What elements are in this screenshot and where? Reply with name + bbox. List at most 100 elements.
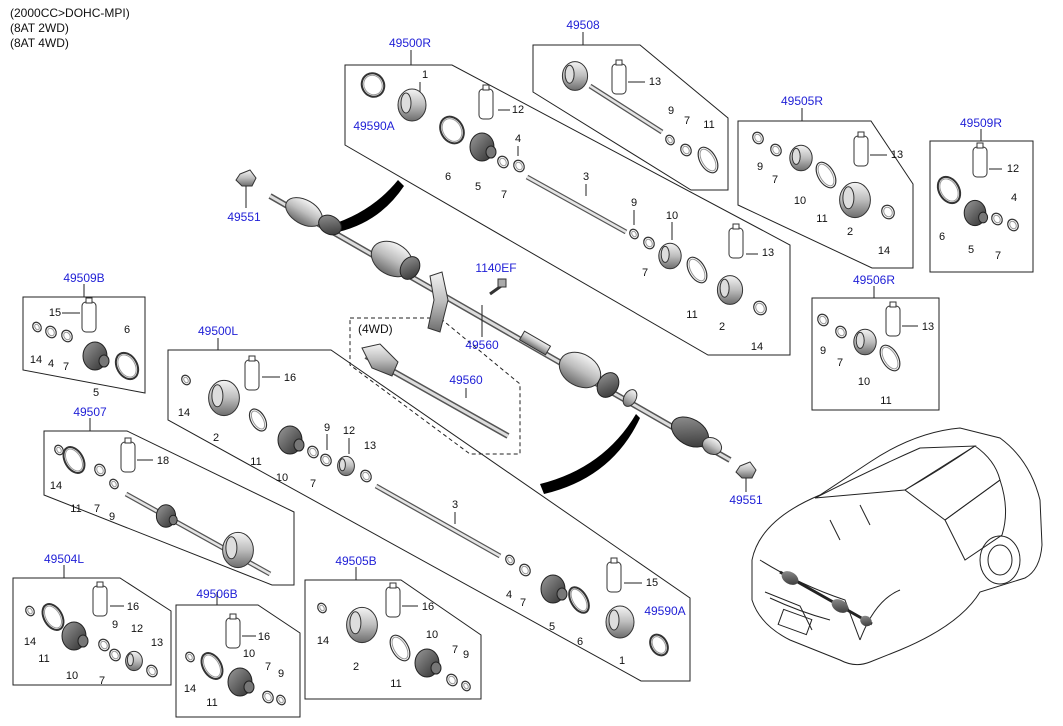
callout-number-11[interactable]: 11 xyxy=(70,503,81,515)
group-code-49504L[interactable]: 49504L xyxy=(44,552,84,566)
callout-number-9[interactable]: 9 xyxy=(109,511,115,523)
callout-number-11[interactable]: 11 xyxy=(250,456,261,468)
callout-number-13[interactable]: 13 xyxy=(762,247,774,259)
callout-number-9[interactable]: 9 xyxy=(463,649,469,661)
callout-number-7[interactable]: 7 xyxy=(265,661,271,673)
group-code-49500L[interactable]: 49500L xyxy=(198,324,238,338)
callout-number-6[interactable]: 6 xyxy=(445,171,451,183)
callout-number-6[interactable]: 6 xyxy=(939,231,945,243)
callout-number-7[interactable]: 7 xyxy=(63,361,69,373)
group-code-49506R[interactable]: 49506R xyxy=(853,273,895,287)
callout-number-4[interactable]: 4 xyxy=(506,589,512,601)
callout-number-7[interactable]: 7 xyxy=(94,503,100,515)
callout-number-7[interactable]: 7 xyxy=(642,267,648,279)
callout-number-11[interactable]: 11 xyxy=(686,309,697,321)
callout-number-7[interactable]: 7 xyxy=(501,189,507,201)
callout-number-18[interactable]: 18 xyxy=(157,455,169,467)
callout-number-14[interactable]: 14 xyxy=(30,354,42,366)
callout-number-4[interactable]: 4 xyxy=(1011,192,1017,204)
callout-number-10[interactable]: 10 xyxy=(426,629,438,641)
callout-number-13[interactable]: 13 xyxy=(922,321,934,333)
callout-number-7[interactable]: 7 xyxy=(837,357,843,369)
callout-number-7[interactable]: 7 xyxy=(772,174,778,186)
callout-number-4[interactable]: 4 xyxy=(48,358,54,370)
part-code-49560-main[interactable]: 49560 xyxy=(465,338,499,352)
callout-number-2[interactable]: 2 xyxy=(847,226,853,238)
callout-number-16[interactable]: 16 xyxy=(422,601,434,613)
part-code-49551-left[interactable]: 49551 xyxy=(227,210,261,224)
callout-number-12[interactable]: 12 xyxy=(343,425,355,437)
callout-number-14[interactable]: 14 xyxy=(878,245,890,257)
callout-number-3[interactable]: 3 xyxy=(452,499,458,511)
callout-number-9[interactable]: 9 xyxy=(668,105,674,117)
callout-number-11[interactable]: 11 xyxy=(816,213,827,225)
callout-number-13[interactable]: 13 xyxy=(891,149,903,161)
callout-number-7[interactable]: 7 xyxy=(995,250,1001,262)
callout-number-1[interactable]: 1 xyxy=(619,655,625,667)
part-code-49551-right[interactable]: 49551 xyxy=(729,493,763,507)
callout-number-13[interactable]: 13 xyxy=(649,76,661,88)
callout-number-5[interactable]: 5 xyxy=(475,181,481,193)
callout-number-14[interactable]: 14 xyxy=(24,636,36,648)
callout-number-14[interactable]: 14 xyxy=(751,341,763,353)
callout-number-14[interactable]: 14 xyxy=(50,480,62,492)
callout-number-9[interactable]: 9 xyxy=(112,619,118,631)
callout-number-2[interactable]: 2 xyxy=(213,432,219,444)
callout-number-7[interactable]: 7 xyxy=(520,597,526,609)
callout-number-10[interactable]: 10 xyxy=(794,195,806,207)
callout-number-12[interactable]: 12 xyxy=(131,623,143,635)
group-code-49506B[interactable]: 49506B xyxy=(196,587,237,601)
callout-number-12[interactable]: 12 xyxy=(1007,163,1019,175)
callout-number-11[interactable]: 11 xyxy=(38,653,49,665)
callout-number-7[interactable]: 7 xyxy=(684,115,690,127)
group-code-49507[interactable]: 49507 xyxy=(73,405,107,419)
callout-number-10[interactable]: 10 xyxy=(666,210,678,222)
part-code-49590A-bottom[interactable]: 49590A xyxy=(644,604,685,618)
callout-number-7[interactable]: 7 xyxy=(310,478,316,490)
callout-number-7[interactable]: 7 xyxy=(99,675,105,687)
callout-number-16[interactable]: 16 xyxy=(284,372,296,384)
callout-number-15[interactable]: 15 xyxy=(49,307,61,319)
callout-number-12[interactable]: 12 xyxy=(512,104,524,116)
callout-number-7[interactable]: 7 xyxy=(452,644,458,656)
callout-number-13[interactable]: 13 xyxy=(151,637,163,649)
callout-number-10[interactable]: 10 xyxy=(276,472,288,484)
group-code-49509R[interactable]: 49509R xyxy=(960,116,1002,130)
callout-number-14[interactable]: 14 xyxy=(317,635,329,647)
callout-number-11[interactable]: 11 xyxy=(703,119,714,131)
callout-number-14[interactable]: 14 xyxy=(178,407,190,419)
callout-number-9[interactable]: 9 xyxy=(324,422,330,434)
callout-number-10[interactable]: 10 xyxy=(858,376,870,388)
callout-number-13[interactable]: 13 xyxy=(364,440,376,452)
callout-number-9[interactable]: 9 xyxy=(757,161,763,173)
callout-number-15[interactable]: 15 xyxy=(646,577,658,589)
callout-number-9[interactable]: 9 xyxy=(820,345,826,357)
callout-number-5[interactable]: 5 xyxy=(93,387,99,399)
group-code-49508[interactable]: 49508 xyxy=(566,18,600,32)
group-code-49509B[interactable]: 49509B xyxy=(63,271,104,285)
callout-number-16[interactable]: 16 xyxy=(258,631,270,643)
callout-number-11[interactable]: 11 xyxy=(880,395,891,407)
callout-number-5[interactable]: 5 xyxy=(968,244,974,256)
callout-number-6[interactable]: 6 xyxy=(124,324,130,336)
part-code-1140EF[interactable]: 1140EF xyxy=(475,261,516,275)
part-code-49560-4wd[interactable]: 49560 xyxy=(449,373,483,387)
callout-number-16[interactable]: 16 xyxy=(127,601,139,613)
group-code-49500R[interactable]: 49500R xyxy=(389,36,431,50)
callout-number-9[interactable]: 9 xyxy=(631,197,637,209)
group-code-49505R[interactable]: 49505R xyxy=(781,94,823,108)
callout-number-1[interactable]: 1 xyxy=(422,69,428,81)
callout-number-4[interactable]: 4 xyxy=(515,133,521,145)
callout-number-2[interactable]: 2 xyxy=(719,321,725,333)
callout-number-10[interactable]: 10 xyxy=(243,648,255,660)
callout-number-6[interactable]: 6 xyxy=(577,636,583,648)
callout-number-2[interactable]: 2 xyxy=(353,661,359,673)
callout-number-5[interactable]: 5 xyxy=(549,621,555,633)
callout-number-9[interactable]: 9 xyxy=(278,668,284,680)
callout-number-10[interactable]: 10 xyxy=(66,670,78,682)
callout-number-11[interactable]: 11 xyxy=(206,697,217,709)
part-code-49590A-top[interactable]: 49590A xyxy=(353,119,394,133)
group-code-49505B[interactable]: 49505B xyxy=(335,554,376,568)
callout-number-3[interactable]: 3 xyxy=(583,171,589,183)
callout-number-14[interactable]: 14 xyxy=(184,683,196,695)
